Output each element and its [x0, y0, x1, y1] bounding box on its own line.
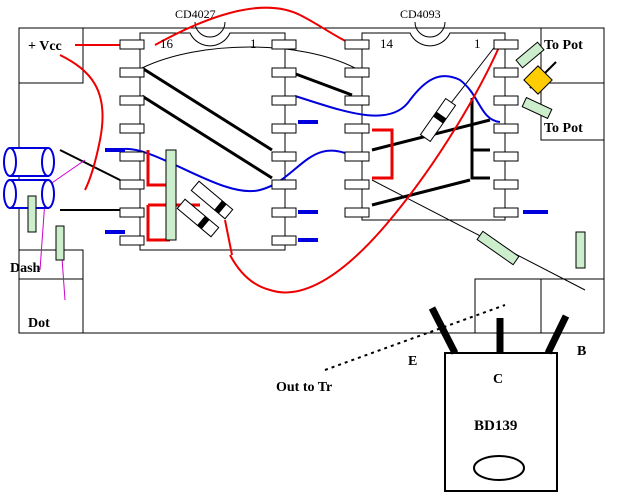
- chip-cd4093-pin-left: [344, 67, 370, 78]
- green-resistor-diagonal: [476, 230, 520, 266]
- pot-diamond: [523, 61, 557, 95]
- magenta-wire-2: [39, 199, 46, 271]
- chip-cd4027-pin-left: [119, 123, 145, 134]
- vcc-corner-cutout: [18, 27, 84, 84]
- chip-cd4093-pin-left: [344, 95, 370, 106]
- trace-4027-b: [141, 94, 273, 180]
- dash-label: Dash: [10, 261, 41, 276]
- blue-links: [105, 120, 548, 242]
- chip-cd4027-pin-left: [119, 179, 145, 190]
- chip-cd4093-pin-right: [493, 123, 519, 134]
- trace-input-a: [59, 149, 121, 181]
- chip-cd4093-pin-right: [493, 207, 519, 218]
- vcc-label: + Vcc: [28, 39, 62, 54]
- chip-cd4093-notch: [414, 21, 446, 38]
- red-link-2: [146, 205, 170, 242]
- chip-cd4027-pin-right: [271, 67, 297, 78]
- chip-cd4027-pin-right: [271, 179, 297, 190]
- red-lead-resistor: [224, 219, 233, 256]
- green-resistor-vertical: [165, 149, 177, 241]
- chip-cd4093-body: [361, 32, 506, 221]
- to-pot-label-top: To Pot: [544, 38, 583, 53]
- chip-cd4027-pin-left: [119, 151, 145, 162]
- transistor-leads: [428, 306, 570, 355]
- transistor-mounting-hole: [473, 455, 525, 481]
- chip-cd4027-pin1-label: 1: [250, 36, 257, 51]
- top-pot-cutout: [540, 27, 605, 84]
- green-part-right: [575, 231, 586, 269]
- dash-dot-cutout: [18, 249, 84, 334]
- red-top-arc: [154, 6, 356, 46]
- chip-cd4093-pin-left: [344, 123, 370, 134]
- capacitor-1: [3, 147, 55, 177]
- chip-cd4093-label: CD4093: [400, 7, 441, 21]
- trace-4093-b: [371, 178, 471, 207]
- trace-4093-c: [470, 98, 490, 180]
- green-part-pot-bottom: [521, 96, 553, 120]
- blue-wires: [117, 75, 501, 193]
- blue-wire-2: [294, 75, 501, 123]
- emitter-label: E: [408, 354, 417, 369]
- chip-cd4093-pin-right: [493, 151, 519, 162]
- chip-cd4027-pin-right: [271, 151, 297, 162]
- chip-cd4027-pin-right: [271, 39, 297, 50]
- chip-cd4093-pin-left: [344, 207, 370, 218]
- output-cutout: [474, 278, 605, 334]
- base-label: B: [577, 344, 586, 359]
- chip-cd4027-pin-right: [271, 207, 297, 218]
- chip-cd4027-pin-left: [119, 39, 145, 50]
- green-part-dash-1: [27, 195, 37, 233]
- blue-wire-1: [117, 147, 361, 193]
- trace-4027-a: [141, 66, 273, 152]
- red-link-1: [146, 150, 170, 187]
- to-pot-label-bottom: To Pot: [544, 121, 583, 136]
- chip-cd4093-pin-right: [493, 67, 519, 78]
- out-to-tr-label: Out to Tr: [276, 380, 332, 395]
- chip-cd4093: [361, 21, 506, 221]
- chip-cd4093-pin-left: [344, 39, 370, 50]
- chip-cd4093-pin-right: [493, 95, 519, 106]
- green-part-pot-top: [515, 41, 545, 69]
- chip-cd4093-pin-left: [344, 151, 370, 162]
- red-vcc-left: [59, 54, 104, 191]
- diode-3: [419, 97, 457, 143]
- chip-cd4027-pin-left: [119, 95, 145, 106]
- chip-cd4027-pin-right: [271, 123, 297, 134]
- chip-pins: [119, 39, 519, 246]
- chip-cd4027-pin-right: [271, 235, 297, 246]
- chip-cd4093-pin1-label: 1: [474, 36, 481, 51]
- transistor-label: BD139: [474, 418, 517, 434]
- chip-cd4027-pin-left: [119, 207, 145, 218]
- diodes: [176, 97, 457, 238]
- chip-cd4093-pin-right: [493, 179, 519, 190]
- chip-cd4027-pin-left: [119, 67, 145, 78]
- dot-label: Dot: [28, 316, 50, 331]
- collector-label: C: [493, 372, 503, 387]
- chip-cd4027-pin-right: [271, 95, 297, 106]
- labels: + Vcc CD4027 CD4093 16 1 14 1 To Pot To …: [10, 7, 586, 434]
- chip-cd4027-pin16-label: 16: [160, 36, 174, 51]
- chip-cd4027: [139, 21, 286, 251]
- red-link-4: [372, 128, 394, 180]
- green-part-dot-1: [55, 225, 65, 261]
- chip-cd4093-pin14-label: 14: [380, 36, 394, 51]
- chip-cd4093-pin-left: [344, 179, 370, 190]
- chip-cd4027-pin-left: [119, 235, 145, 246]
- wire-thin-diagonal: [371, 179, 586, 291]
- red-big-loop: [229, 44, 501, 294]
- chip-cd4027-label: CD4027: [175, 7, 216, 21]
- green-components: [27, 41, 586, 269]
- chip-cd4093-pin-right: [493, 39, 519, 50]
- transistor-bd139: [428, 306, 570, 492]
- chip-cd4027-body: [139, 32, 286, 251]
- diode-1: [190, 180, 234, 220]
- diode-2: [176, 198, 220, 238]
- chip-cd4027-notch: [194, 21, 226, 38]
- wire-thin-arc: [141, 46, 356, 69]
